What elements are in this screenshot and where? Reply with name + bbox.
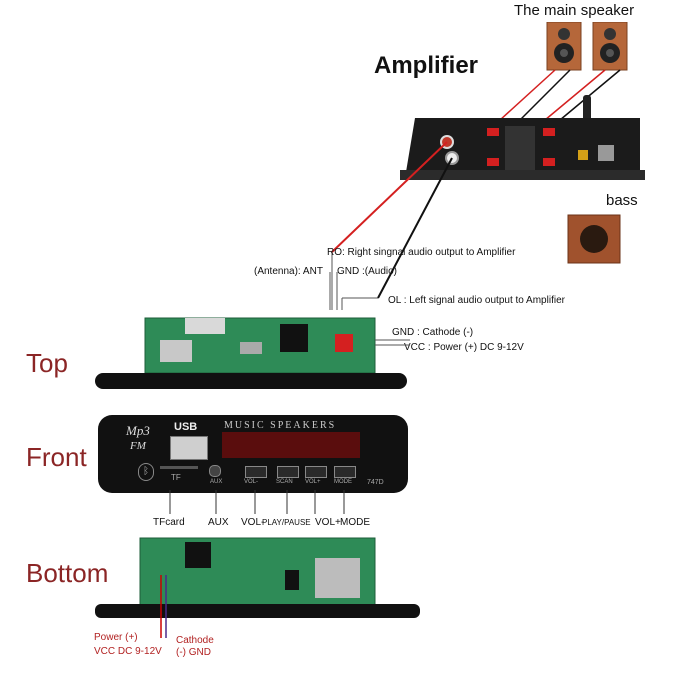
bass-label: bass [606,192,638,209]
antenna-label: (Antenna): ANT [254,266,323,277]
led-display [222,432,360,458]
speaker-wire-black-2 [559,69,621,121]
ol-label: OL : Left signal audio output to Amplifi… [388,295,565,306]
top-section-title: Top [26,348,68,378]
vol-plus-label: VOL+ [315,517,341,528]
vol-plus-button[interactable] [305,466,327,478]
play-pause-label: PLAY/PAUSE [262,518,311,527]
fm-logo: FM [130,440,146,452]
bluetooth-chip [185,318,225,334]
bluetooth-icon: ᛒ [138,463,154,481]
vol-plus-small-label: VOL+ [305,479,321,485]
aux-jack[interactable] [209,465,221,477]
usb-port[interactable] [170,436,208,460]
mp3-logo: Mp3 [126,423,150,438]
scan-small-label: SCAN [276,479,293,485]
main-speaker-pair-image [546,22,628,71]
mode-small-label: MODE [334,479,352,485]
sd-card-slot [315,558,360,598]
power-connector [335,334,353,352]
right-speaker-icon [592,22,628,71]
bottom-view-module-image [95,537,420,638]
cathode-label-line2: (-) GND [176,647,211,658]
aux-small-label: AUX [210,479,223,485]
tf-label: TF [171,473,181,482]
gnd-audio-label: GND :(Audio) [337,266,398,277]
ol-wire [377,157,453,299]
gnd-cathode-label: GND : Cathode (-) [392,327,474,338]
ro-wire [331,141,448,253]
top-view-module-image [95,317,410,389]
top-usb-port [160,340,192,362]
speaker-wire-red-1 [499,69,556,121]
tfcard-label: TFcard [153,517,185,528]
play-pause-button[interactable] [277,466,299,478]
speaker-wire-red-2 [544,69,606,121]
left-speaker-icon [546,22,582,71]
amplifier-title: Amplifier [374,52,479,79]
top-faceplate [95,373,407,389]
amplifier-wiring-diagram [329,69,645,310]
bottom-section-title: Bottom [26,558,109,588]
vcc-power-label: VCC : Power (+) DC 9-12V [404,342,524,353]
usb-label: USB [174,421,198,433]
vol-minus-button[interactable] [245,466,267,478]
front-callout-lines [169,490,345,514]
aux-label: AUX [208,517,229,528]
power-label-line2: VCC DC 9-12V [94,646,162,657]
tf-card-slot[interactable] [160,466,198,469]
cathode-label-line1: Cathode [176,635,214,646]
model-label: 747D [367,479,384,486]
bottom-faceplate [95,604,420,618]
main-chip [280,324,308,352]
amplifier-device [400,118,645,180]
power-label-line1: Power (+) [94,632,138,643]
music-speakers-label: MUSIC SPEAKERS [224,420,337,431]
front-section-title: Front [26,442,87,472]
bass-speaker-icon [567,214,621,264]
mode-button[interactable] [334,466,356,478]
main-speaker-title: The main speaker [514,2,635,19]
ro-label: RO: Right singnal audio output to Amplif… [327,247,516,258]
vol-minus-label: VOL- [241,517,265,528]
vol-minus-small-label: VOL- [244,479,259,485]
speaker-wire-black-1 [519,69,571,121]
mode-label: MODE [340,517,370,528]
